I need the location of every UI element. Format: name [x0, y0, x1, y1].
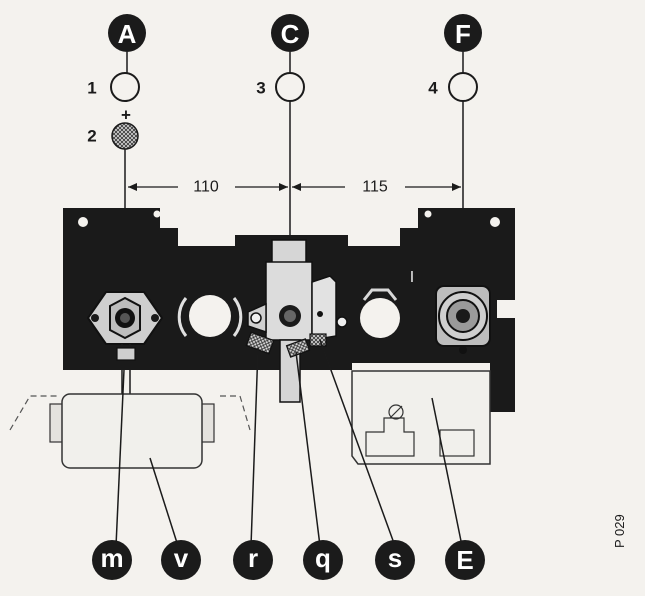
label-s-badge: s	[375, 540, 415, 580]
leader-line-v	[149, 457, 179, 547]
plate-hole	[153, 210, 161, 218]
component-v	[9, 393, 251, 469]
pipe-connector	[116, 347, 136, 361]
plus-sign: +	[121, 106, 131, 125]
number-1: 1	[87, 79, 96, 98]
number-4: 4	[428, 79, 438, 98]
dimension-110: 110	[128, 179, 288, 196]
label-E-badge: E	[445, 540, 485, 580]
plate-hole	[424, 210, 432, 218]
label-q-badge: q	[303, 540, 343, 580]
label-r-text: r	[248, 543, 258, 573]
label-s-text: s	[388, 543, 402, 573]
plate-mark: I	[410, 269, 414, 286]
leader-line-m	[115, 369, 125, 547]
figure-code: P 029	[612, 514, 627, 548]
open-circle-3	[275, 72, 305, 102]
component-E	[351, 370, 491, 465]
label-m-badge: m	[92, 540, 132, 580]
plate-hole	[78, 217, 88, 227]
fitting-A	[86, 291, 164, 345]
leader-line-E	[431, 397, 463, 547]
number-3: 3	[256, 79, 265, 98]
hatched-circle-2	[111, 122, 139, 150]
leader-line-q	[295, 351, 321, 547]
plate-hole	[490, 217, 500, 227]
open-circle-4	[448, 72, 478, 102]
leader-line-s	[319, 339, 396, 547]
label-q-text: q	[315, 543, 331, 573]
label-F-text: F	[455, 19, 471, 49]
open-circle-1	[110, 72, 140, 102]
label-A-text: A	[118, 19, 137, 49]
label-F-badge: F	[444, 14, 482, 52]
label-r-badge: r	[233, 540, 273, 580]
label-E-text: E	[456, 545, 473, 575]
label-A-badge: A	[108, 14, 146, 52]
label-v-text: v	[174, 543, 189, 573]
label-m-text: m	[100, 543, 123, 573]
valve-C	[245, 239, 348, 403]
dimension-115-label: 115	[362, 179, 388, 196]
label-C-badge: C	[271, 14, 309, 52]
dimension-115: 115	[292, 179, 461, 196]
label-C-text: C	[281, 19, 300, 49]
right-hole	[360, 288, 400, 338]
blank-hole	[177, 295, 243, 337]
dimension-110-label: 110	[193, 179, 219, 196]
fitting-F	[435, 285, 491, 354]
number-2: 2	[87, 127, 96, 146]
label-v-badge: v	[161, 540, 201, 580]
leader-line-r	[250, 347, 259, 547]
